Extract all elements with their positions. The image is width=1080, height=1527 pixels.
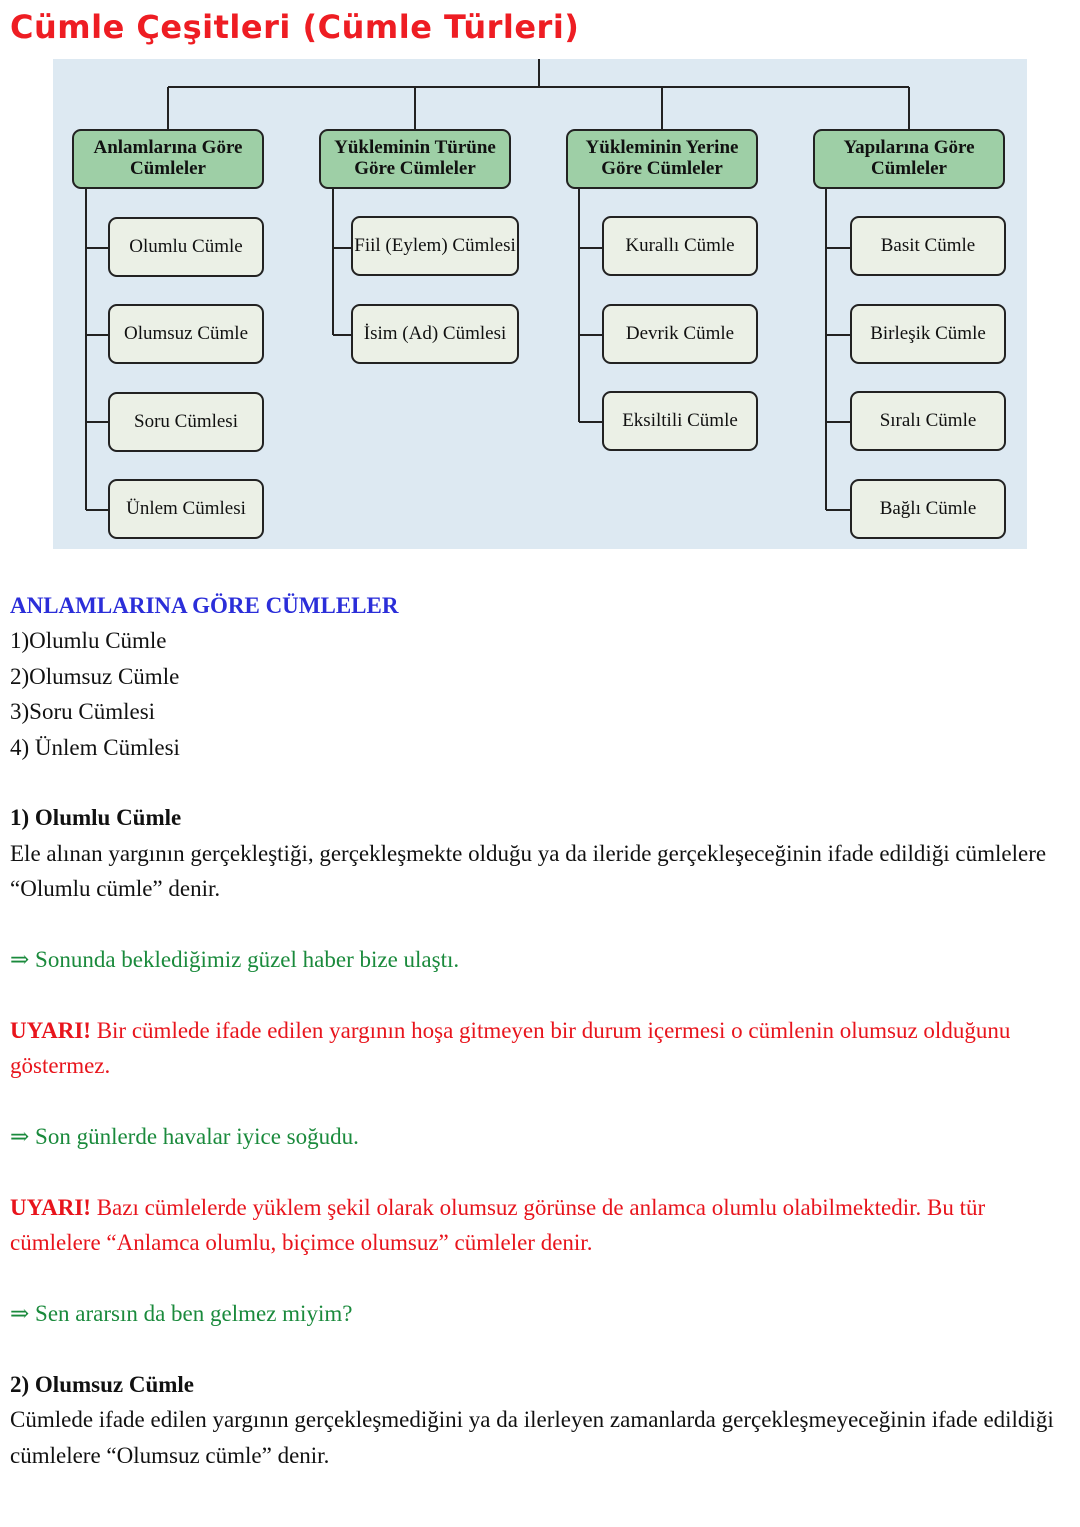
warning-label: UYARI! (10, 1194, 91, 1220)
example-sentence: ⇒ Sonunda beklediğimiz güzel haber bize … (10, 947, 460, 973)
leaf-soru: Soru Cümlesi (108, 392, 264, 452)
olumsuz-heading: 2) Olumsuz Cümle (10, 1371, 194, 1397)
list-item: 4) Ünlem Cümlesi (10, 734, 180, 760)
warning-text: Bazı cümlelerde yüklem şekil olarak olum… (10, 1194, 986, 1256)
olumlu-definition: Ele alınan yargının gerçekleştiği, gerçe… (10, 840, 1047, 902)
warning-text: Bir cümlede ifade edilen yargının hoşa g… (10, 1017, 1011, 1079)
leaf-unlem: Ünlem Cümlesi (108, 479, 264, 539)
sentence-types-diagram: Anlamlarına Göre Cümleler Yükleminin Tür… (53, 59, 1027, 549)
olumlu-heading: 1) Olumlu Cümle (10, 805, 182, 831)
warning-note: UYARI! Bir cümlede ifade edilen yargının… (10, 1013, 1076, 1084)
list-item: 3)Soru Cümlesi (10, 699, 156, 725)
leaf-eksiltili: Eksiltili Cümle (602, 391, 758, 451)
leaf-birlesik: Birleşik Cümle (850, 304, 1006, 364)
diagram-connectors (85, 59, 910, 511)
leaf-fiil: Fiil (Eylem) Cümlesi (351, 216, 519, 276)
leaf-basit: Basit Cümle (850, 216, 1006, 276)
warning-label: UYARI! (10, 1017, 91, 1043)
leaf-olumsuz: Olumsuz Cümle (108, 304, 264, 364)
leaf-kuralli: Kurallı Cümle (602, 216, 758, 276)
leaf-isim: İsim (Ad) Cümlesi (351, 304, 519, 364)
list-item: 1)Olumlu Cümle (10, 628, 167, 654)
group-head-yuklem-tur: Yükleminin Türüne Göre Cümleler (319, 129, 511, 189)
warning-note: UYARI! Bazı cümlelerde yüklem şekil olar… (10, 1190, 1076, 1261)
main-content: ANLAMLARINA GÖRE CÜMLELER 1)Olumlu Cümle… (10, 588, 1076, 1473)
group-head-anlam: Anlamlarına Göre Cümleler (72, 129, 264, 189)
section-heading: ANLAMLARINA GÖRE CÜMLELER (10, 593, 399, 618)
leaf-bagli: Bağlı Cümle (850, 479, 1006, 539)
example-sentence: ⇒ Son günlerde havalar iyice soğudu. (10, 1124, 359, 1150)
leaf-devrik: Devrik Cümle (602, 304, 758, 364)
page-title: Cümle Çeşitleri (Cümle Türleri) (10, 8, 580, 46)
list-item: 2)Olumsuz Cümle (10, 663, 180, 689)
olumsuz-definition: Cümlede ifade edilen yargının gerçekleşm… (10, 1407, 1054, 1468)
leaf-olumlu: Olumlu Cümle (108, 217, 264, 277)
group-head-yuklem-yer: Yükleminin Yerine Göre Cümleler (566, 129, 758, 189)
group-head-yapi: Yapılarına Göre Cümleler (813, 129, 1005, 189)
leaf-sirali: Sıralı Cümle (850, 391, 1006, 451)
example-sentence: ⇒ Sen ararsın da ben gelmez miyim? (10, 1301, 353, 1327)
